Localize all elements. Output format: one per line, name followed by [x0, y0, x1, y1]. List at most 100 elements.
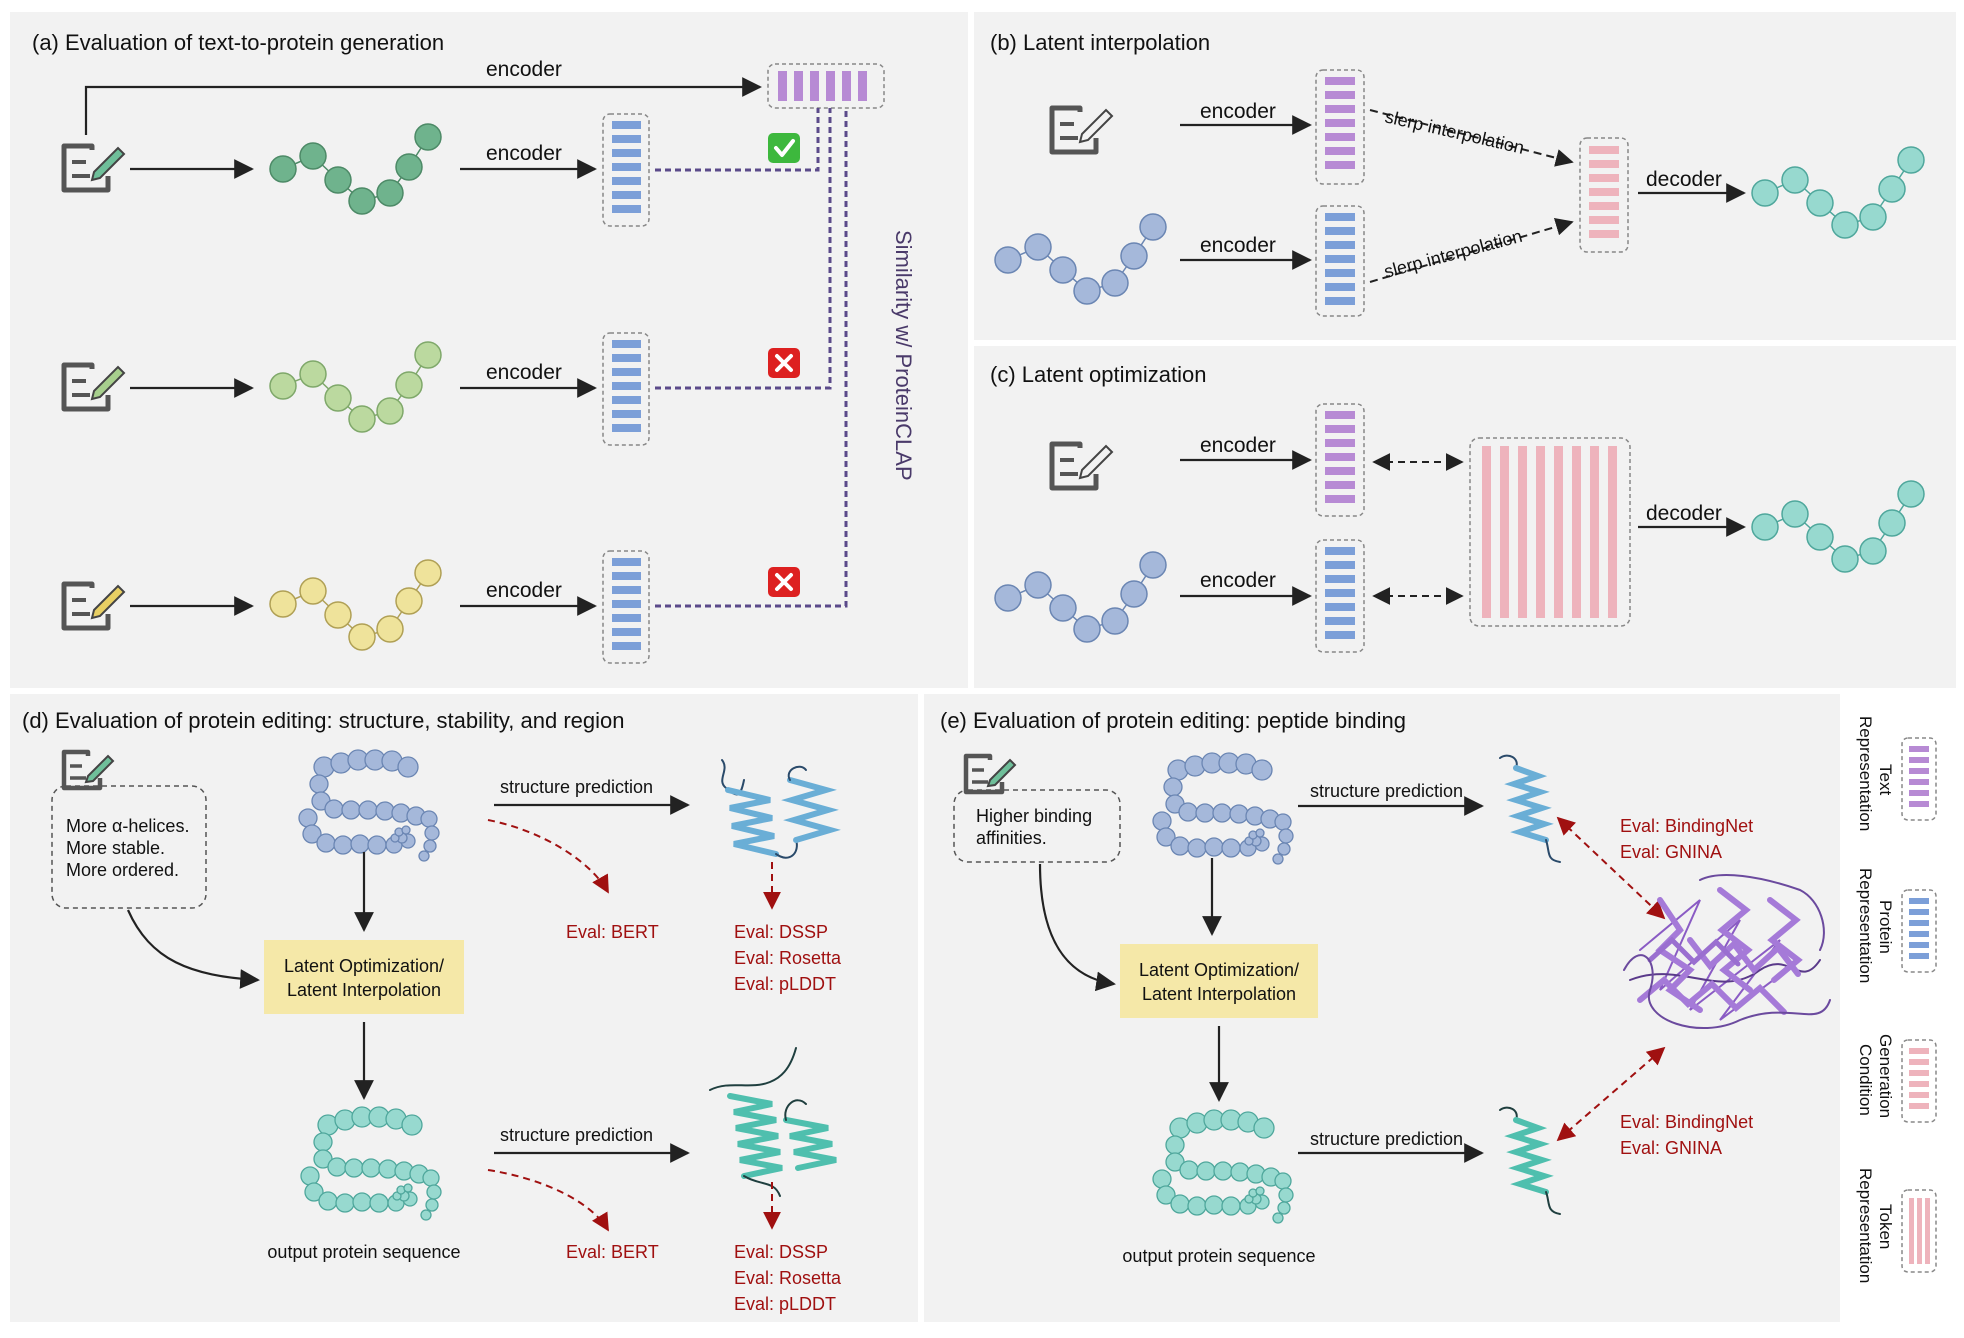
panel-e-eval-bindingnet-1: Eval: BindingNet — [1620, 816, 1753, 836]
legend-protein-representation: Protein Representation — [1856, 868, 1937, 983]
panel-e-latent-box-line-1: Latent Optimization/ — [1139, 960, 1299, 980]
legend-text-line-1: Text — [1876, 764, 1895, 795]
panel-e-eval-gnina-2: Eval: GNINA — [1620, 1138, 1722, 1158]
panel-e-prompt-line-1: Higher binding — [976, 806, 1092, 826]
panel-b-decoder-label: decoder — [1646, 168, 1722, 191]
prompt-line-1: More α-helices. — [66, 816, 189, 836]
text-prompt-icon — [61, 143, 126, 193]
protein-representation-vector — [602, 332, 650, 446]
protein-representation-vector — [602, 550, 650, 664]
panel-b-encoder-label-1: encoder — [1200, 100, 1276, 123]
panel-b-encoder-label-2: encoder — [1200, 234, 1276, 257]
text-prompt-icon — [1049, 105, 1114, 155]
panel-d-eval-dssp-1: Eval: DSSP — [734, 922, 828, 942]
panel-e-background — [924, 694, 1840, 1322]
panel-e-structure-label-2: structure prediction — [1310, 1129, 1463, 1149]
panel-d-eval-rosetta-2: Eval: Rosetta — [734, 1268, 842, 1288]
legend-protein-line-2: Representation — [1856, 868, 1875, 983]
predicted-peptide-output — [1499, 1106, 1561, 1215]
panel-b-title: (b) Latent interpolation — [990, 30, 1210, 55]
text-representation-vector — [1315, 403, 1365, 517]
legend-generation-condition: Generation Condition — [1856, 1034, 1937, 1123]
generation-condition-vector — [1579, 137, 1629, 253]
cross-icon — [768, 567, 800, 597]
panel-a-encoder-label-2: encoder — [486, 361, 562, 384]
output-protein-coil — [1152, 1109, 1294, 1224]
text-prompt-icon — [61, 362, 126, 412]
input-protein-chain — [994, 213, 1167, 305]
legend-token-line-2: Representation — [1856, 1168, 1875, 1283]
output-protein-chain — [1751, 146, 1925, 239]
input-protein-coil — [1152, 752, 1294, 865]
predicted-structure-input — [721, 759, 841, 859]
panel-a-background — [10, 12, 968, 688]
panel-a-title: (a) Evaluation of text-to-protein genera… — [32, 30, 444, 55]
text-prompt-icon — [963, 753, 1017, 795]
panel-c-title: (c) Latent optimization — [990, 362, 1206, 387]
prompt-line-2: More stable. — [66, 838, 165, 858]
panel-e-eval-gnina-1: Eval: GNINA — [1620, 842, 1722, 862]
input-protein-chain — [994, 551, 1167, 643]
edit-prompt-box — [51, 785, 207, 909]
cross-icon — [768, 348, 800, 378]
similarity-connectors — [655, 108, 848, 608]
panel-a-encoder-label-3: encoder — [486, 579, 562, 602]
panel-d-eval-bert-2: Eval: BERT — [566, 1242, 659, 1262]
panel-a-top-encoder-label: encoder — [486, 58, 562, 81]
text-prompt-icon — [1049, 441, 1114, 491]
protein-representation-vector — [1315, 205, 1365, 317]
panel-a-encoder-label-1: encoder — [486, 142, 562, 165]
token-representation-block — [1469, 437, 1631, 627]
text-representation-vector — [1315, 69, 1365, 185]
panel-e-title: (e) Evaluation of protein editing: pepti… — [940, 708, 1406, 733]
panel-e-prompt-line-2: affinities. — [976, 828, 1047, 848]
panel-a-row-1: encoder — [61, 113, 800, 227]
panel-e-latent-box-line-2: Latent Interpolation — [1142, 984, 1296, 1004]
legend-token-line-1: Token — [1876, 1204, 1895, 1249]
panel-c-background — [974, 346, 1956, 688]
protein-representation-vector — [602, 113, 650, 227]
legend-condition-line-2: Condition — [1856, 1044, 1875, 1116]
panel-e-eval-bindingnet-2: Eval: BindingNet — [1620, 1112, 1753, 1132]
panel-d-eval-plddt-2: Eval: pLDDT — [734, 1294, 836, 1314]
panel-d-eval-rosetta-1: Eval: Rosetta — [734, 948, 842, 968]
generated-protein-chain — [269, 559, 442, 651]
panel-e-structure-label-1: structure prediction — [1310, 781, 1463, 801]
panel-c-encoder-label-1: encoder — [1200, 434, 1276, 457]
generated-protein-chain — [269, 123, 442, 215]
text-representation-vector — [767, 63, 885, 109]
edit-prompt-box — [953, 789, 1121, 863]
latent-box-line-2: Latent Interpolation — [287, 980, 441, 1000]
receptor-protein-structure — [1623, 874, 1831, 1029]
similarity-label: Similarity w/ ProteinCLAP — [891, 230, 916, 481]
legend-text-line-2: Representation — [1856, 716, 1875, 831]
generated-protein-chain — [269, 341, 442, 433]
prompt-line-3: More ordered. — [66, 860, 179, 880]
text-encoder-arrow — [84, 77, 762, 135]
legend-protein-line-1: Protein — [1876, 900, 1895, 954]
legend-text-representation: Text Representation — [1856, 716, 1937, 831]
panel-d-eval-dssp-2: Eval: DSSP — [734, 1242, 828, 1262]
check-icon — [768, 133, 800, 163]
panel-c-encoder-label-2: encoder — [1200, 569, 1276, 592]
latent-optimization-box: Latent Optimization/ Latent Interpolatio… — [264, 940, 464, 1014]
panel-d-title: (d) Evaluation of protein editing: struc… — [22, 708, 624, 733]
panel-e-output-label: output protein sequence — [1122, 1246, 1315, 1266]
text-prompt-icon — [61, 749, 115, 791]
panel-d-structure-label-2: structure prediction — [500, 1125, 653, 1145]
legend-condition-line-1: Generation — [1876, 1034, 1895, 1118]
text-prompt-icon — [61, 581, 126, 631]
panel-d-eval-plddt-1: Eval: pLDDT — [734, 974, 836, 994]
input-protein-coil — [298, 749, 440, 862]
protein-representation-vector — [1315, 539, 1365, 653]
legend: Text Representation Protein Representati… — [1856, 716, 1937, 1283]
output-protein-chain — [1751, 480, 1925, 573]
panel-d-eval-bert-1: Eval: BERT — [566, 922, 659, 942]
latent-optimization-box: Latent Optimization/ Latent Interpolatio… — [1120, 944, 1318, 1018]
legend-token-representation: Token Representation — [1856, 1168, 1937, 1283]
output-protein-coil — [300, 1106, 442, 1221]
predicted-structure-output — [709, 1047, 837, 1197]
latent-box-line-1: Latent Optimization/ — [284, 956, 444, 976]
panel-a-row-2: encoder — [61, 332, 800, 446]
